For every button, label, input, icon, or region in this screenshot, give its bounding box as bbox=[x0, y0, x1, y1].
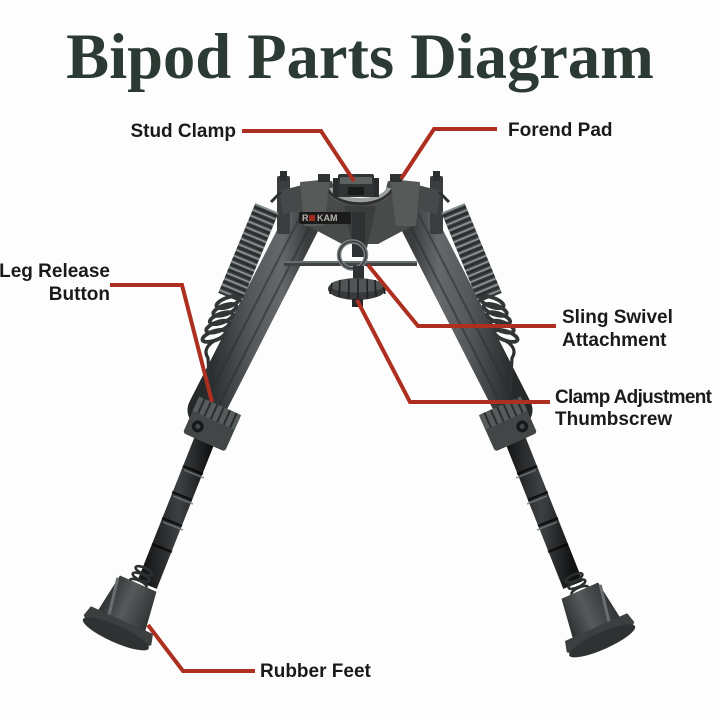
svg-text:Thumbscrew: Thumbscrew bbox=[555, 409, 672, 430]
svg-text:Stud Clamp: Stud Clamp bbox=[130, 121, 236, 142]
svg-text:R: R bbox=[302, 213, 309, 223]
svg-text:Bipod Parts Diagram: Bipod Parts Diagram bbox=[66, 21, 654, 92]
svg-text:Clamp Adjustment: Clamp Adjustment bbox=[555, 387, 713, 408]
svg-text:Leg Release: Leg Release bbox=[0, 261, 110, 282]
svg-text:Forend Pad: Forend Pad bbox=[508, 120, 613, 141]
svg-text:Sling Swivel: Sling Swivel bbox=[562, 307, 673, 328]
svg-text:Attachment: Attachment bbox=[562, 330, 667, 351]
svg-text:Button: Button bbox=[49, 284, 110, 305]
svg-text:Rubber Feet: Rubber Feet bbox=[260, 661, 372, 682]
svg-text:KAM: KAM bbox=[317, 213, 338, 223]
